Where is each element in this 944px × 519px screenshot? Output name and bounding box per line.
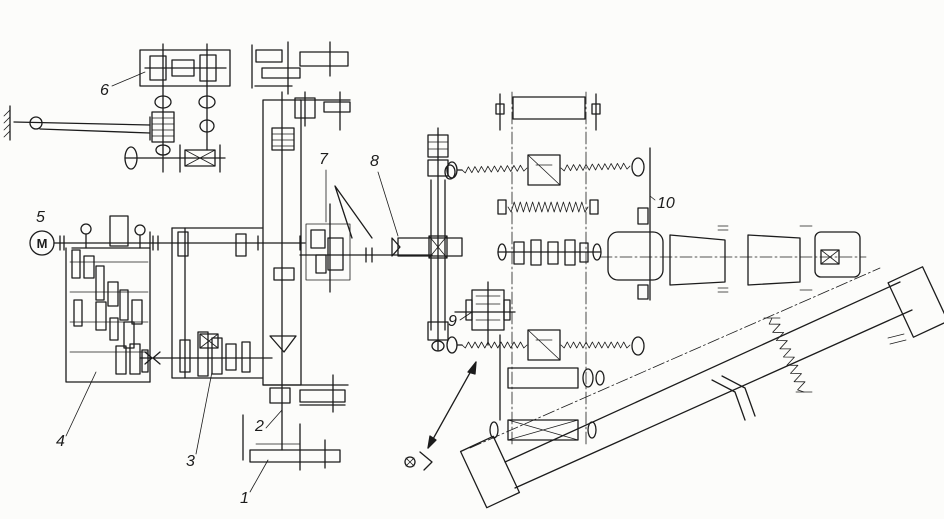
spring-link-upper [446,154,645,186]
spring-link-lower [446,329,645,361]
roller-lower [499,334,605,421]
callout-leaders [65,71,656,493]
upper-transmission-shaft [149,235,306,251]
callout-3-leader [195,371,213,455]
mechanism-6 [124,43,231,173]
bottom-gear-pair [242,374,346,471]
callout-6: 6 [100,82,109,99]
inclined-conveyor [404,266,944,509]
callout-2: 2 [254,418,264,435]
spring-middle [497,199,599,215]
center-axes [511,91,587,446]
lower-transmission-shaft [139,351,273,365]
callout-9: 9 [448,313,457,330]
carriage-pads [599,225,867,293]
unit-9 [454,281,516,346]
drive-7 [299,185,433,293]
callout-7: 7 [319,151,329,168]
camshaft [497,239,602,266]
gearbox-3 [171,227,263,379]
cross-box [489,419,597,441]
callout-10-leader [649,195,656,201]
callout-4-leader [65,371,97,437]
lever-arm [13,116,151,141]
callout-2-leader [265,409,283,429]
callout-1-leader [249,459,269,493]
roller-top [495,93,601,131]
ground-support [3,105,11,141]
callout-8-leader [377,171,399,237]
callout-3: 3 [186,453,195,470]
callout-1: 1 [240,490,249,507]
motor-symbol: M [37,236,48,251]
main-frame [262,91,351,413]
callout-8: 8 [370,153,379,170]
gearbox-4 [65,215,151,383]
callout-9-leader [459,311,473,321]
swing-arrow [427,361,477,449]
callout-4: 4 [56,433,65,450]
callout-10: 10 [657,195,675,212]
callout-6-leader [111,71,146,87]
top-gear-pair [251,41,351,131]
motor-5: M [29,230,151,256]
callouts: 1 2 3 4 5 6 7 8 9 10 [36,82,675,507]
callout-5: 5 [36,209,45,226]
unit-8 [391,127,463,352]
shaft-10 [637,147,651,301]
